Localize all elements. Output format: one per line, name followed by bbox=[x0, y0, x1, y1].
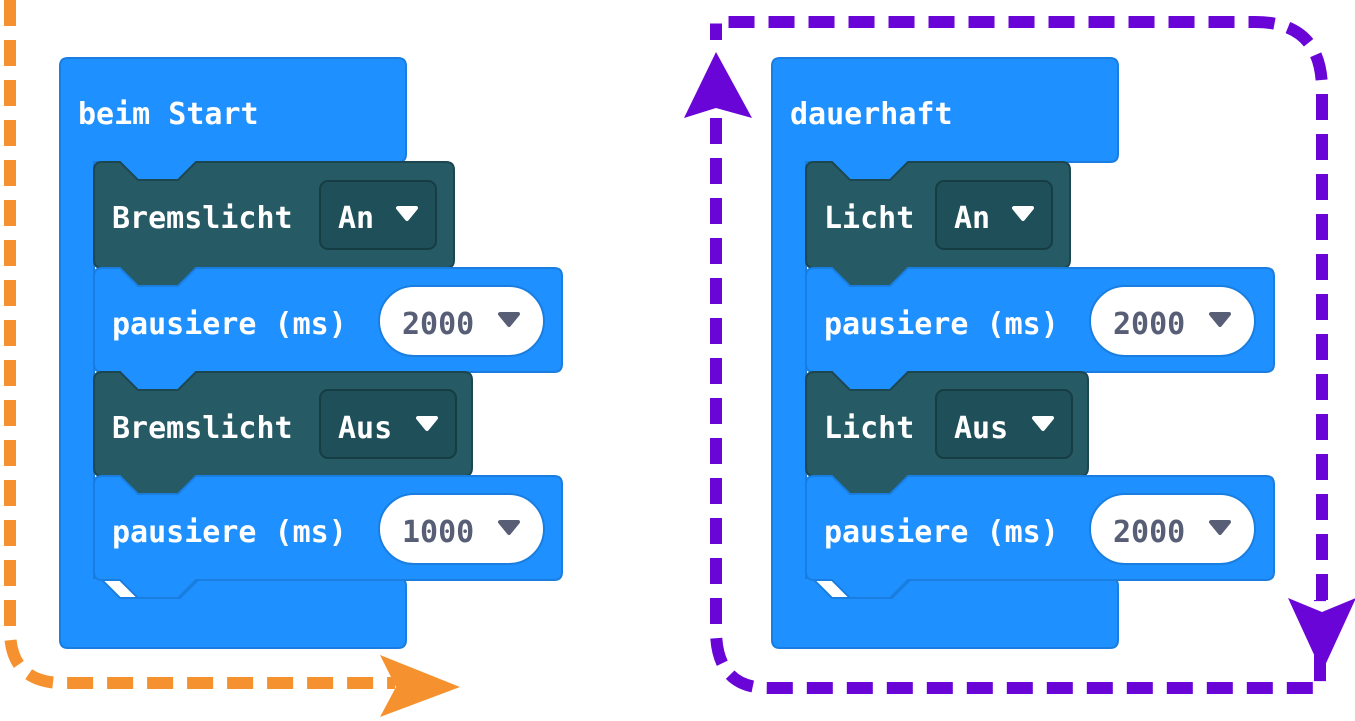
dropdown-field[interactable] bbox=[319, 389, 457, 459]
pause-value: 2000 bbox=[402, 307, 474, 342]
triangle-down-icon bbox=[498, 312, 520, 327]
dropdown-field[interactable] bbox=[319, 180, 437, 250]
dropdown-value: Aus bbox=[954, 411, 1008, 446]
pause-block-1[interactable]: pausiere (ms) 2000 bbox=[805, 267, 1275, 391]
block-label: Bremslicht bbox=[112, 411, 293, 446]
program-on-start[interactable]: beim Start Bremslicht An pausiere (ms) 2… bbox=[59, 57, 563, 649]
triangle-down-icon bbox=[1209, 312, 1231, 327]
dropdown-value: An bbox=[954, 201, 990, 236]
dropdown-field[interactable] bbox=[935, 180, 1053, 250]
block-label: pausiere (ms) bbox=[112, 515, 347, 550]
right-loop-arrow bbox=[684, 16, 1355, 694]
block-label: Licht bbox=[824, 201, 914, 236]
triangle-down-icon bbox=[498, 520, 520, 535]
triangle-down-icon bbox=[396, 206, 418, 221]
custom-block-light-on[interactable]: Licht An bbox=[805, 161, 1071, 287]
value-pill[interactable] bbox=[1089, 493, 1256, 565]
program-forever[interactable]: dauerhaft Licht An pausiere (ms) 2000 Li… bbox=[771, 57, 1275, 649]
left-flow-arrow bbox=[4, 0, 460, 717]
block-label: pausiere (ms) bbox=[112, 307, 347, 342]
pause-block-2[interactable]: pausiere (ms) 2000 bbox=[805, 475, 1275, 599]
arrowhead-icon bbox=[684, 52, 752, 118]
block-label: Licht bbox=[824, 411, 914, 446]
custom-block-light-off[interactable]: Licht Aus bbox=[805, 371, 1089, 495]
block-label: Bremslicht bbox=[112, 201, 293, 236]
hat-label: beim Start bbox=[78, 97, 259, 132]
pause-block-2[interactable]: pausiere (ms) 1000 bbox=[93, 475, 563, 599]
triangle-down-icon bbox=[416, 416, 438, 431]
dropdown-value: An bbox=[338, 201, 374, 236]
value-pill[interactable] bbox=[378, 493, 545, 565]
pause-block-1[interactable]: pausiere (ms) 2000 bbox=[93, 267, 563, 391]
arrowhead-icon bbox=[380, 655, 460, 717]
hat-label: dauerhaft bbox=[790, 97, 953, 132]
pause-value: 1000 bbox=[402, 515, 474, 550]
custom-block-brakelight-on[interactable]: Bremslicht An bbox=[93, 161, 455, 287]
pause-value: 2000 bbox=[1113, 515, 1185, 550]
dropdown-field[interactable] bbox=[935, 389, 1073, 459]
block-label: pausiere (ms) bbox=[824, 307, 1059, 342]
value-pill[interactable] bbox=[1089, 285, 1256, 357]
block-label: pausiere (ms) bbox=[824, 515, 1059, 550]
triangle-down-icon bbox=[1032, 416, 1054, 431]
value-pill[interactable] bbox=[378, 285, 545, 357]
triangle-down-icon bbox=[1012, 206, 1034, 221]
custom-block-brakelight-off[interactable]: Bremslicht Aus bbox=[93, 371, 473, 495]
dropdown-value: Aus bbox=[338, 411, 392, 446]
pause-value: 2000 bbox=[1113, 307, 1185, 342]
arrowhead-icon bbox=[1288, 598, 1355, 672]
triangle-down-icon bbox=[1209, 520, 1231, 535]
